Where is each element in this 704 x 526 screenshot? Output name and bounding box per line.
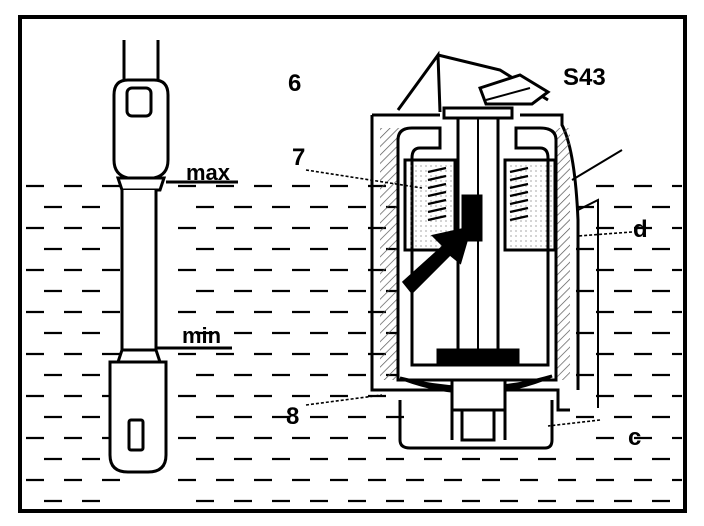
label-c: c [628, 424, 642, 451]
label-d: d [633, 216, 648, 243]
label-7: 7 [292, 144, 306, 171]
label-s43: S43 [563, 64, 606, 91]
label-6: 6 [288, 70, 302, 97]
sensor-housing [370, 50, 623, 450]
level-dipstick [108, 40, 170, 474]
label-8: 8 [286, 403, 300, 430]
leader-lines [305, 169, 633, 427]
label-max: max [186, 160, 231, 185]
label-min: min [182, 323, 222, 348]
